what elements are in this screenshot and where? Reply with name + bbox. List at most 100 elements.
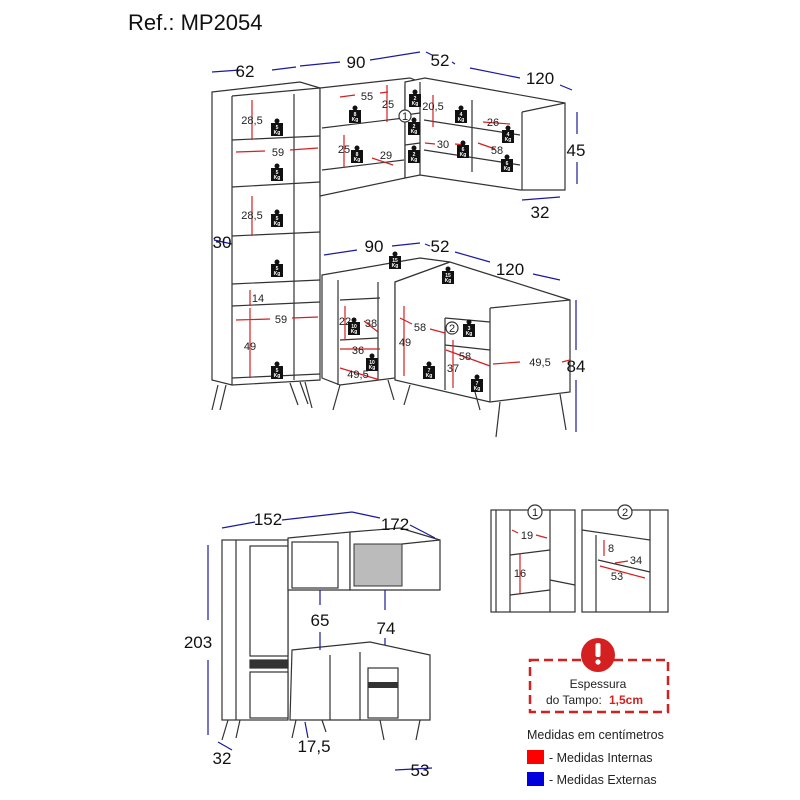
detail-1-dim-height: 16 [514, 568, 526, 580]
weight-icon [445, 266, 451, 272]
internal-dim-label: 25 [338, 144, 350, 156]
weight-unit: Kg [354, 157, 361, 163]
weight-value: 7 [476, 381, 479, 387]
weight-value: 15 [445, 273, 451, 279]
detail-2-dim-width: 53 [611, 571, 623, 583]
weight-unit: Kg [369, 365, 376, 371]
weight-unit: Kg [352, 117, 359, 123]
detail-2-marker: 2 [622, 507, 628, 519]
weight-icon [366, 358, 378, 371]
internal-dim-label: 59 [272, 147, 284, 159]
external-dim-label: 32 [213, 749, 232, 768]
weight-icon [349, 110, 361, 123]
external-dim-label: 90 [365, 237, 384, 256]
external-dim-label: 74 [377, 619, 396, 638]
internal-dim-label: 38 [365, 318, 377, 330]
weight-icon [458, 105, 464, 111]
weight-icon [271, 264, 283, 277]
weight-icon [351, 317, 357, 323]
weight-value: 10 [369, 360, 375, 366]
external-dim-label: 53 [411, 761, 430, 780]
weight-icon [426, 361, 432, 367]
weight-icon [271, 366, 283, 379]
weight-unit: Kg [351, 329, 358, 335]
weight-icon [348, 322, 360, 335]
weight-icon [408, 122, 420, 135]
countertop-thickness-warning: Espessura do Tampo: 1,5cm [528, 638, 670, 714]
detail-1-marker: 1 [532, 507, 538, 519]
external-dim-label: 32 [531, 203, 550, 222]
internal-dim-label: 55 [361, 91, 373, 103]
weight-value: 7 [428, 368, 431, 374]
detail-1-dim-width: 19 [521, 530, 533, 542]
weight-value: 3 [468, 326, 471, 332]
front-furniture-drawing [221, 527, 441, 741]
weight-unit: Kg [274, 271, 281, 277]
warning-line-2-label: do Tampo: [546, 693, 602, 707]
detail-box-1: 1 19 16 [490, 504, 576, 613]
weight-icon [501, 159, 513, 172]
weight-icon [466, 319, 472, 325]
front-dimension-lines [207, 511, 436, 771]
weight-capacity-icons: 5Kg5Kg5Kg5Kg5Kg8Kg8Kg2Kg2Kg2Kg4Kg4Kg6Kg6… [271, 89, 514, 392]
weight-unit: Kg [426, 373, 433, 379]
detail-box-2: 2 8 34 53 [581, 504, 669, 613]
svg-text:2: 2 [449, 323, 455, 335]
weight-icon [271, 214, 283, 227]
weight-icon [423, 366, 435, 379]
internal-dim-label: 14 [252, 293, 264, 305]
weight-value: 5 [276, 266, 279, 272]
weight-value: 10 [351, 324, 357, 330]
weight-icon [274, 118, 280, 124]
svg-text:1: 1 [402, 111, 408, 123]
weight-value: 8 [356, 152, 359, 158]
internal-dim-label: 29 [380, 150, 392, 162]
external-dim-label: 52 [431, 51, 450, 70]
weight-value: 2 [413, 124, 416, 130]
legend-heading: Medidas em centímetros [527, 728, 664, 742]
weight-value: 5 [276, 125, 279, 131]
weight-unit: Kg [274, 221, 281, 227]
detail-marker-2: 2 [445, 321, 459, 335]
weight-icon [354, 145, 360, 151]
external-dim-label: 120 [496, 260, 524, 279]
internal-dim-label: 37 [447, 363, 459, 375]
weight-unit: Kg [411, 157, 418, 163]
internal-dim-label: 30 [437, 139, 449, 151]
internal-dim-label: 59 [275, 314, 287, 326]
weight-value: 5 [276, 170, 279, 176]
weight-unit: Kg [504, 166, 511, 172]
weight-value: 5 [276, 368, 279, 374]
external-dim-label: 45 [567, 141, 586, 160]
internal-dim-label: 49 [399, 337, 411, 349]
top-furniture-drawing [211, 77, 571, 438]
external-dim-label: 65 [311, 611, 330, 630]
weight-unit: Kg [274, 373, 281, 379]
weight-icon [460, 140, 466, 146]
detail-marker-1: 1 [398, 109, 412, 123]
detail-2-dim-depth: 34 [630, 555, 642, 567]
internal-dim-label: 58 [414, 322, 426, 334]
weight-icon [442, 271, 454, 284]
weight-unit: Kg [412, 101, 419, 107]
weight-icon [502, 130, 514, 143]
internal-dim-label: 49,5 [347, 369, 368, 381]
weight-icon [457, 145, 469, 158]
weight-icon [455, 110, 467, 123]
internal-dim-label: 28,5 [241, 115, 262, 127]
internal-dim-label: 58 [459, 351, 471, 363]
weight-icon [389, 256, 401, 269]
external-dim-label: 120 [526, 69, 554, 88]
external-dim-label: 203 [184, 633, 212, 652]
weight-value: 8 [354, 112, 357, 118]
warning-line-1: Espessura [570, 677, 627, 691]
weight-icon [471, 379, 483, 392]
weight-value: 6 [506, 161, 509, 167]
external-dim-label: 17,5 [297, 737, 330, 756]
weight-unit: Kg [274, 130, 281, 136]
weight-icon [271, 123, 283, 136]
